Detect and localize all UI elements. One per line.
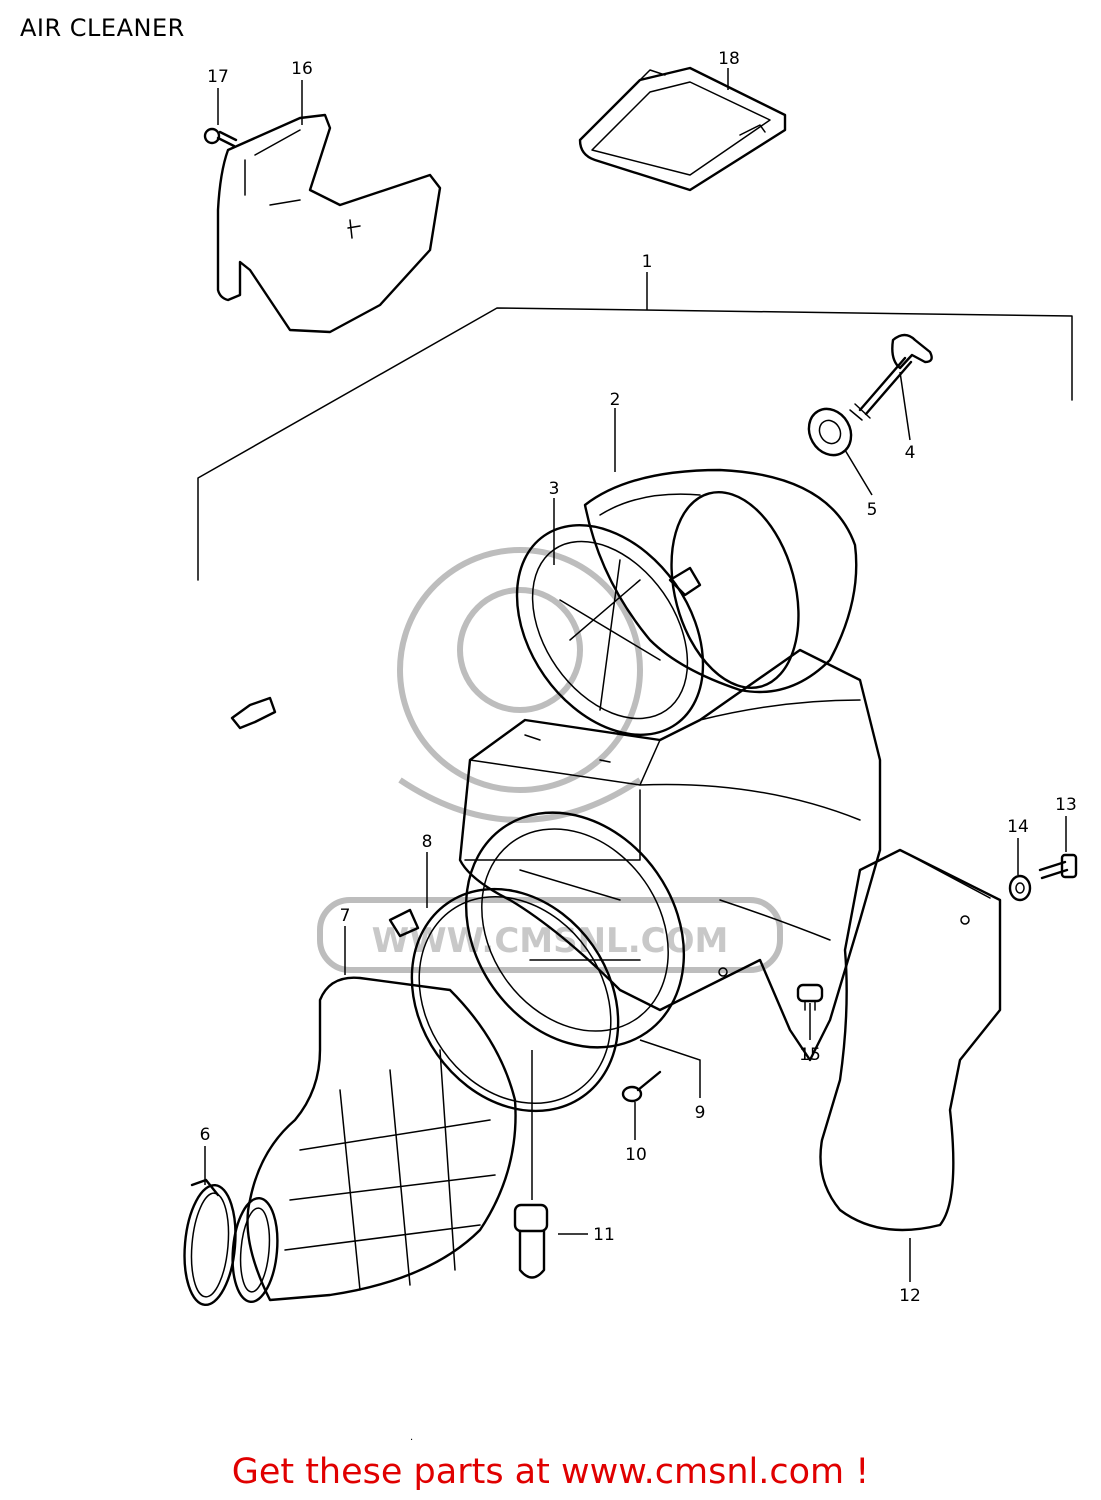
part-15-screw xyxy=(796,983,824,1011)
callout-11: 11 xyxy=(593,1225,615,1245)
callout-8: 8 xyxy=(422,832,433,852)
callout-1: 1 xyxy=(642,252,653,272)
air-cleaner-exploded-diagram: WWW.CMSNL.COM xyxy=(183,49,1078,1443)
part-9-flange xyxy=(464,811,686,1049)
callout-16: 16 xyxy=(291,59,313,79)
callout-2: 2 xyxy=(610,390,621,410)
front-arrow-icon xyxy=(230,696,277,730)
callout-13: 13 xyxy=(1055,795,1077,815)
leader-9 xyxy=(639,1039,701,1098)
part-7-intake-duct xyxy=(231,976,517,1304)
part-14-washer xyxy=(1008,874,1032,902)
part-11-drain-plug xyxy=(513,1203,549,1279)
callout-17: 17 xyxy=(207,67,229,87)
part-18-cover xyxy=(578,66,787,192)
callout-18: 18 xyxy=(718,49,740,69)
callout-12: 12 xyxy=(899,1286,921,1306)
callout-15: 15 xyxy=(799,1045,821,1065)
callout-10: 10 xyxy=(625,1145,647,1165)
footer-link-text[interactable]: Get these parts at www.cmsnl.com ! xyxy=(231,1452,870,1492)
callout-5: 5 xyxy=(867,500,878,520)
page-title: AIR CLEANER xyxy=(20,14,185,42)
part-2-filter-element xyxy=(583,468,858,694)
callout-3: 3 xyxy=(549,479,560,499)
callout-14: 14 xyxy=(1007,817,1029,837)
part-16-bracket xyxy=(216,113,442,334)
leader-5 xyxy=(844,449,873,496)
part-8-clamp xyxy=(388,887,620,1113)
tick-mark: . xyxy=(410,1432,413,1443)
part-17-bolt xyxy=(203,127,238,148)
leader-4 xyxy=(899,371,911,441)
callout-6: 6 xyxy=(200,1125,211,1145)
part-6-hose-clamp xyxy=(183,1178,237,1307)
part-5-washer xyxy=(807,407,853,457)
air-cleaner-case xyxy=(458,648,882,1062)
part-13-bolt xyxy=(1038,853,1078,880)
part-12-duct xyxy=(819,848,1002,1232)
part-10-screw xyxy=(621,1070,662,1103)
part-3-filter-cage xyxy=(515,524,705,736)
callout-7: 7 xyxy=(340,906,351,926)
part-4-wing-bolt xyxy=(849,333,933,421)
callout-4: 4 xyxy=(905,443,916,463)
part-1-bracket xyxy=(197,307,1073,581)
watermark-logo xyxy=(317,547,783,973)
footer-link[interactable]: Get these parts at www.cmsnl.com ! xyxy=(0,1452,1101,1492)
callout-9: 9 xyxy=(695,1103,706,1123)
